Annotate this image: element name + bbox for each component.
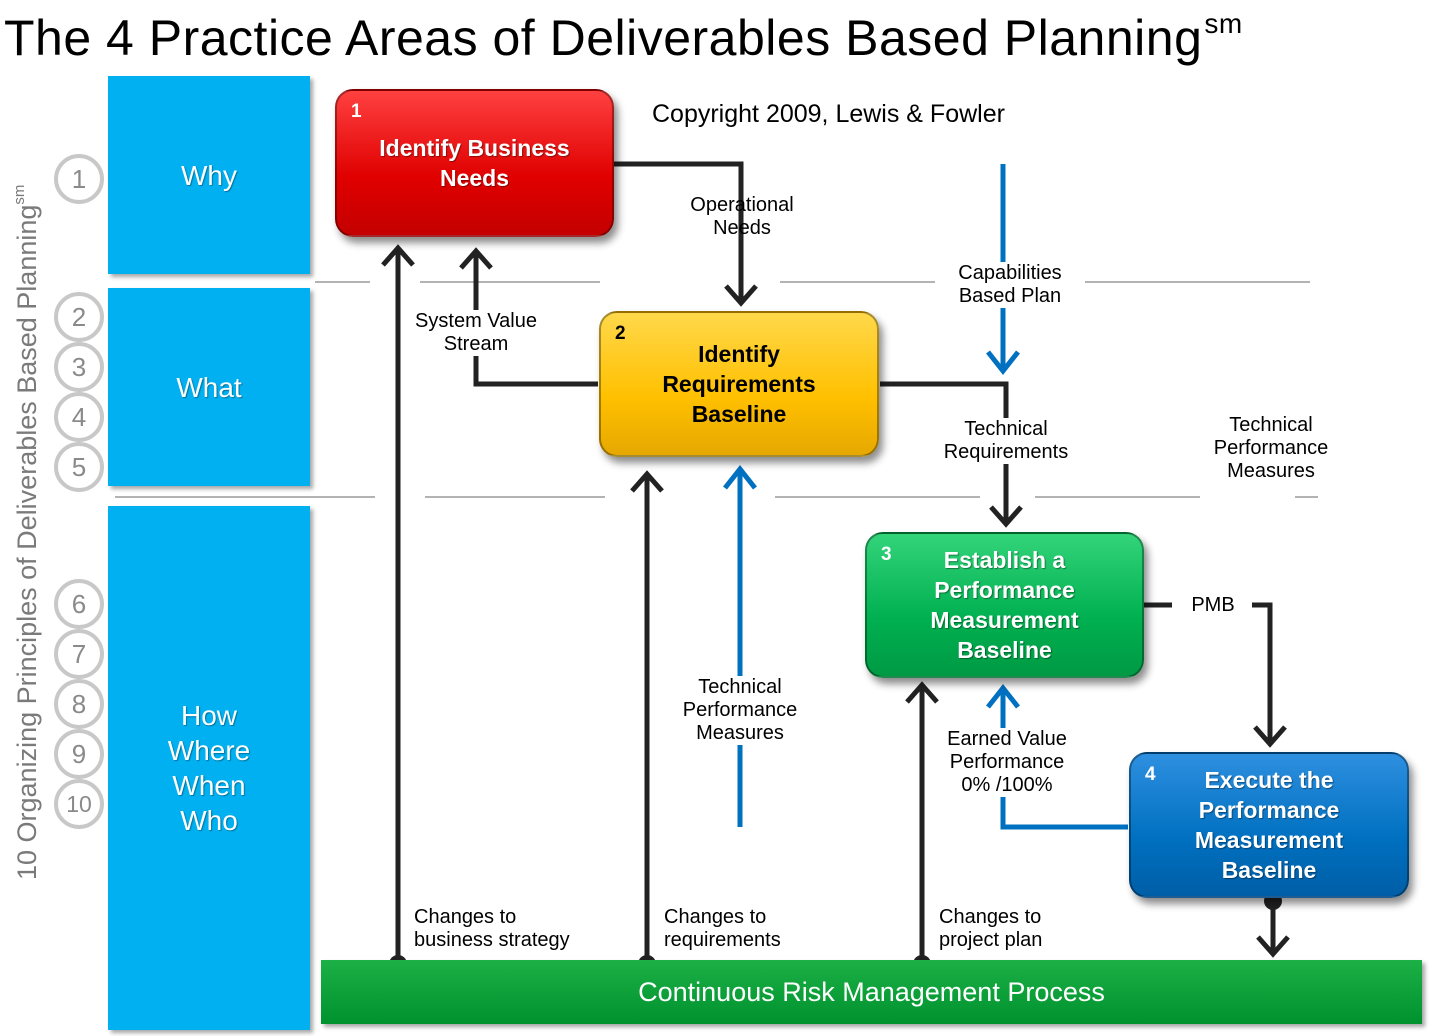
risk-management-label: Continuous Risk Management Process (638, 976, 1105, 1007)
principle-circle-2: 2 (54, 292, 104, 342)
pmb-arrowhead (1253, 725, 1287, 748)
operational-needs-arrowhead (724, 284, 758, 307)
changes-plan-arrowhead (905, 681, 939, 704)
practice-box-2: 2 Identify Requirements Baseline (599, 311, 879, 457)
principle-circle-5: 5 (54, 442, 104, 492)
principle-circle-4: 4 (54, 392, 104, 442)
principle-circle-3: 3 (54, 342, 104, 392)
principle-circle-10: 10 (54, 779, 104, 829)
principle-circle-7: 7 (54, 629, 104, 679)
tpm-left-arrowhead (723, 464, 757, 490)
principle-circle-6: 6 (54, 579, 104, 629)
principle-circle-8: 8 (54, 679, 104, 729)
system-value-stream-arrowhead (459, 247, 493, 270)
practice-box-4: 4 Execute the Performance Measurement Ba… (1129, 752, 1409, 898)
practice-box-3: 3 Establish a Performance Measurement Ba… (865, 532, 1144, 678)
operational-needs-line (614, 161, 744, 300)
category-what: What (108, 288, 310, 486)
label-pmb: PMB (1191, 594, 1235, 616)
separator-lines (115, 281, 1318, 498)
technical-requirements-arrowhead (989, 505, 1023, 528)
changes-strategy-arrowhead (381, 244, 415, 267)
copyright-text: Copyright 2009, Lewis & Fowler (652, 100, 1005, 128)
system-value-stream-line (473, 254, 598, 387)
diagram-title: The 4 Practice Areas of Deliverables Bas… (4, 8, 1243, 66)
changes-requirements-arrowhead (630, 470, 664, 493)
risk-management-bar: Continuous Risk Management Process (321, 960, 1422, 1024)
category-why: Why (108, 76, 310, 274)
practice-box-1: 1 Identify Business Needs (335, 89, 614, 237)
pmb-line-b (1252, 602, 1273, 742)
category-how-where-when-who: How Where When Who (108, 506, 310, 1030)
capabilities-arrowhead (986, 350, 1020, 376)
technical-requirements-line (880, 381, 1009, 522)
principle-circle-1: 1 (54, 154, 104, 204)
principle-circle-9: 9 (54, 729, 104, 779)
earned-value-arrowhead (986, 683, 1020, 709)
execute-to-risk-arrowhead (1256, 935, 1290, 958)
